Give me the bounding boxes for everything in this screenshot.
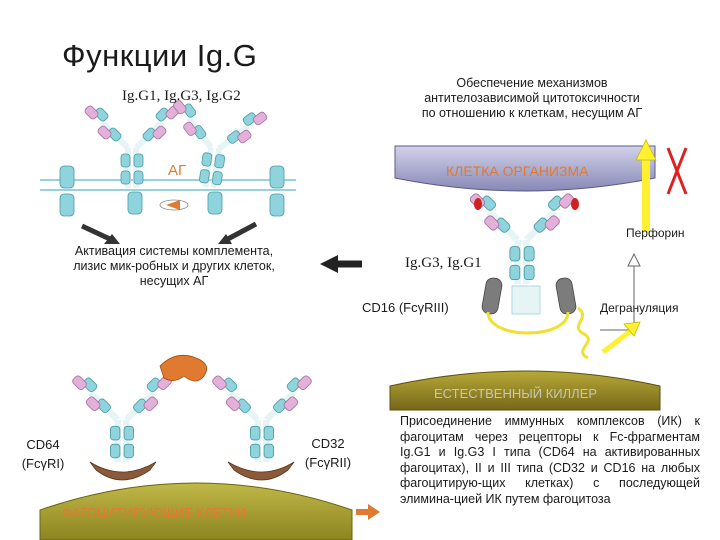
signal-loop (486, 311, 570, 335)
complement-activation-panel: АГ C1q C1q (40, 98, 296, 244)
phagocyte-cell (39, 482, 353, 540)
igg-antibody-phagocyte-right (211, 375, 312, 462)
fc-fragments (59, 165, 285, 217)
cd32-label-line2: (FcγRII) (304, 455, 352, 470)
cd32-receptor (227, 461, 295, 481)
antigen-binding-marks (474, 198, 579, 210)
adcc-text: Обеспечение механизмов антителозависимой… (421, 76, 643, 120)
c1q-right-label: C1q (250, 205, 270, 217)
cd64-label-line1: CD64 (26, 437, 60, 452)
activation-arrow-right (218, 221, 258, 244)
igg-antibody-phagocyte-left (71, 375, 172, 462)
cd16-label: CD16 (FcγRIII) (362, 300, 449, 315)
signal-coil (576, 306, 590, 360)
nk-cell-label: ЕСТЕСТВЕННЫЙ КИЛЛЕР (434, 386, 598, 401)
degranulation-arrow (601, 321, 641, 354)
fc-orange-arrow (356, 504, 380, 520)
perforin-up-arrow (600, 252, 641, 332)
perforin-label: Перфорин (626, 226, 685, 240)
phagocytosis-panel (39, 354, 380, 540)
c1q-left-label: C1q (79, 205, 99, 217)
nk-cell (389, 370, 661, 411)
cd64-label-line2: (FcγRI) (21, 456, 65, 471)
cd64-receptor (89, 461, 157, 481)
pointing-left-arrow (320, 255, 362, 273)
target-cell-label: КЛЕТКА ОРГАНИЗМА (446, 163, 589, 179)
blocked-cross (666, 147, 688, 195)
cd32-label-line1: CD32 (311, 436, 345, 451)
antigen-marker (159, 199, 189, 211)
igg-antibody-left (84, 105, 181, 188)
degranulation-label: Дегрануляция (600, 301, 679, 315)
immune-complex-antigen (159, 354, 208, 382)
activation-arrow-left (80, 223, 120, 244)
antigen-label: АГ (168, 162, 186, 179)
phagocyte-label: ФАГОЦИТИРУЮЩИЕ КЛЕТКИ (62, 505, 247, 520)
adcc-panel (320, 139, 688, 411)
igg-antibody-nk (469, 192, 575, 284)
page-title: Функции Ig.G (62, 38, 258, 73)
perforin-arrow (635, 139, 657, 232)
igg-nk-label: Ig.G3, Ig.G1 (405, 255, 482, 271)
phagocytosis-text: Присоединение иммунных комплексов (ИК) к… (400, 414, 700, 506)
igg-left-label: Ig.G1, Ig.G3, Ig.G2 (122, 88, 241, 104)
activation-text: Активация системы комплемента, лизис мик… (73, 244, 275, 288)
